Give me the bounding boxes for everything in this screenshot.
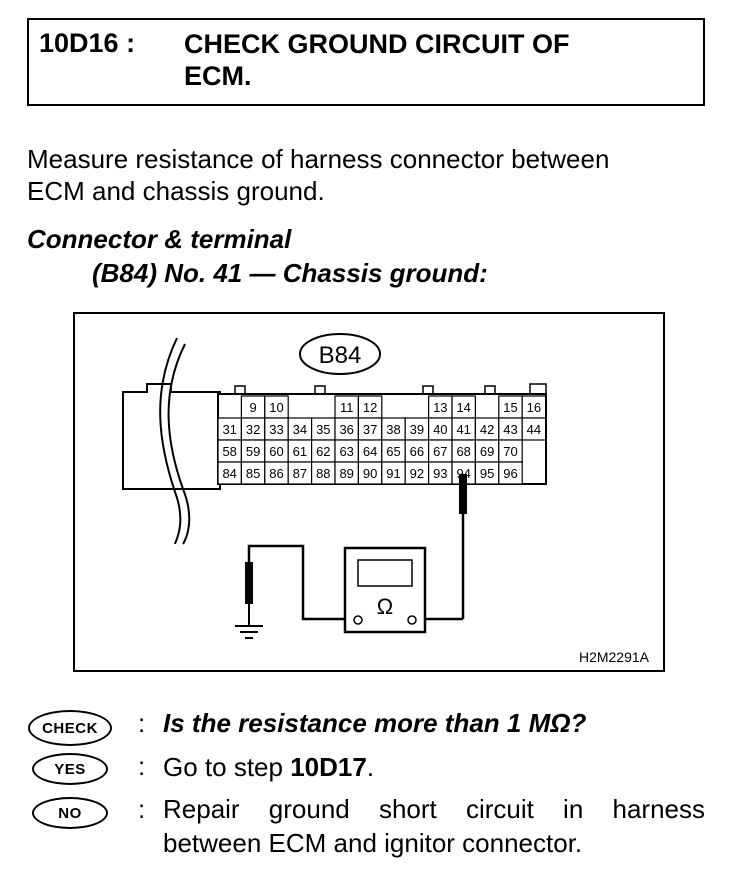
yes-text-suffix: .	[366, 752, 375, 782]
connector-spec: (B84) No. 41 — Chassis ground:	[92, 258, 488, 288]
pin-label: 36	[339, 422, 353, 437]
instruction-text: Measure resistance of harness connector …	[27, 143, 727, 207]
pin-label: 59	[246, 444, 260, 459]
pin-label: 96	[503, 466, 517, 481]
pin-label: 69	[480, 444, 494, 459]
no-badge: NO	[32, 797, 108, 829]
pin-label: 10	[269, 400, 283, 415]
meter-display	[357, 559, 413, 587]
connector-label-ellipse	[299, 333, 381, 375]
connector-housing	[122, 383, 221, 490]
yes-colon: :	[138, 751, 146, 781]
pin-label: 42	[480, 422, 494, 437]
pin-label: 14	[456, 400, 470, 415]
pin-label: 37	[363, 422, 377, 437]
yes-step-ref: 10D17	[290, 752, 367, 782]
instruction-line2: ECM and chassis ground.	[27, 176, 325, 206]
step-header-box: 10D16 : CHECK GROUND CIRCUIT OF ECM.	[27, 18, 705, 106]
connector-label: B84	[319, 342, 362, 369]
pin-label: 11	[340, 400, 354, 415]
pin-label: 92	[410, 466, 424, 481]
pin-label: 35	[316, 422, 330, 437]
pin-label: 70	[503, 444, 517, 459]
yes-answer: Go to step 10D17.	[163, 750, 374, 784]
step-id: 10D16 :	[39, 28, 136, 58]
pin-label: 64	[363, 444, 377, 459]
step-title-line2: ECM.	[184, 61, 252, 91]
yes-text-prefix: Go to step	[163, 752, 291, 782]
pin-label: 91	[386, 466, 400, 481]
pin-label: 33	[269, 422, 283, 437]
pin-label: 39	[410, 422, 424, 437]
probe-ground	[245, 562, 253, 604]
pin-label: 93	[433, 466, 447, 481]
pin-label: 61	[293, 444, 307, 459]
diagram-svg: B84 9 10 11 12 13 14 15 16 31 32 33 34 35 36 37 38 39 40 4…	[122, 333, 650, 665]
instruction-line1: Measure resistance of harness connector …	[27, 144, 610, 174]
check-question: Is the resistance more than 1 MΩ?	[163, 708, 587, 738]
no-colon: :	[138, 794, 146, 824]
pin-label: 62	[316, 444, 330, 459]
pin-label: 60	[269, 444, 283, 459]
no-text-line1: Repair ground short circuit in harness	[163, 794, 705, 824]
pin-label: 9	[249, 400, 256, 415]
check-badge: CHECK	[28, 710, 112, 746]
pin-label: 66	[410, 444, 424, 459]
pin-label: 40	[433, 422, 447, 437]
pin-label: 88	[316, 466, 330, 481]
connector-heading: Connector & terminal	[27, 224, 292, 254]
pin-label: 12	[363, 400, 377, 415]
pin-label: 68	[456, 444, 470, 459]
pin-label: 95	[480, 466, 494, 481]
step-title: CHECK GROUND CIRCUIT OF ECM.	[184, 28, 684, 92]
no-text-line2: between ECM and ignitor connector.	[163, 828, 583, 858]
step-title-line1: CHECK GROUND CIRCUIT OF	[184, 29, 570, 59]
break-line-1	[167, 343, 191, 545]
pin-label: 84	[222, 466, 236, 481]
pin-label: 16	[527, 400, 541, 415]
figure-code: H2M2291A	[579, 649, 650, 665]
break-line-2	[159, 337, 182, 545]
no-answer: Repair ground short circuit in harness b…	[163, 792, 705, 860]
check-colon: :	[138, 708, 146, 738]
ohm-symbol: Ω	[377, 594, 393, 619]
pin-label: 43	[503, 422, 517, 437]
wiring-diagram: B84 9 10 11 12 13 14 15 16 31 32 33 34 35 36 37 38 39 40 4…	[73, 312, 665, 672]
pin-cell	[498, 461, 523, 485]
pin-label: 85	[246, 466, 260, 481]
pin-label: 44	[527, 422, 541, 437]
pin-label: 34	[293, 422, 307, 437]
pin-label: 86	[269, 466, 283, 481]
pin-label: 90	[363, 466, 377, 481]
pin-label: 41	[456, 422, 470, 437]
pin-label: 31	[222, 422, 236, 437]
pin-label: 67	[433, 444, 447, 459]
probe-pin41	[459, 474, 467, 514]
pin-label: 38	[386, 422, 400, 437]
yes-badge: YES	[32, 753, 108, 785]
pin-label: 15	[503, 400, 517, 415]
pin-label: 63	[339, 444, 353, 459]
lead-ground	[247, 544, 353, 621]
pin-grid: 9 10 11 12 13 14 15 16 31 32 33 34 35 36 37 38 39 40 41 42 4…	[217, 395, 547, 485]
pin-label: 65	[386, 444, 400, 459]
pin-label: 32	[246, 422, 260, 437]
pin-label: 89	[339, 466, 353, 481]
pin-label: 13	[433, 400, 447, 415]
pin-cell	[521, 417, 547, 441]
pin-label: 58	[222, 444, 236, 459]
pin-label: 87	[293, 466, 307, 481]
